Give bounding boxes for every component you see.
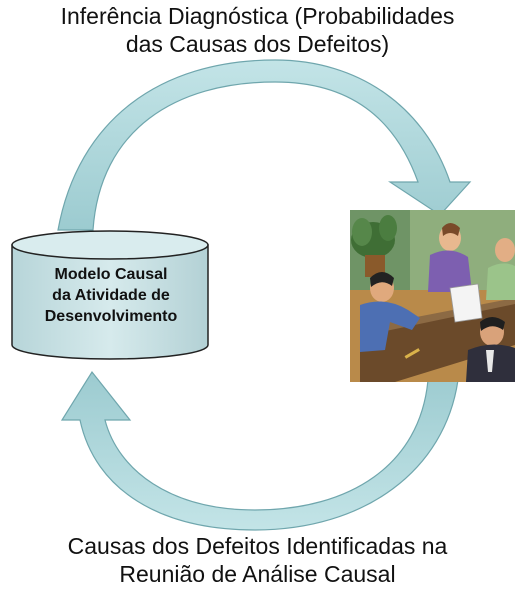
top-caption: Inferência Diagnóstica (Probabilidades d… [0, 2, 515, 58]
database-label: Modelo Causal da Atividade de Desenvolvi… [14, 264, 208, 327]
top-cycle-arrow [57, 59, 472, 231]
business-meeting-clipart [350, 210, 515, 382]
top-caption-line-1: Inferência Diagnóstica (Probabilidades [60, 3, 455, 29]
bottom-caption-line-2: Reunião de Análise Causal [119, 561, 396, 587]
database-label-line-2: da Atividade de [52, 287, 170, 304]
database-label-line-1: Modelo Causal [54, 266, 168, 283]
bottom-cycle-arrow [60, 370, 459, 531]
bottom-caption: Causas dos Defeitos Identificadas na Reu… [0, 532, 515, 588]
top-caption-line-2: das Causas dos Defeitos) [125, 31, 390, 57]
bottom-caption-line-1: Causas dos Defeitos Identificadas na [67, 533, 448, 559]
database-label-line-3: Desenvolvimento [44, 308, 178, 325]
database-cylinder [11, 230, 209, 360]
